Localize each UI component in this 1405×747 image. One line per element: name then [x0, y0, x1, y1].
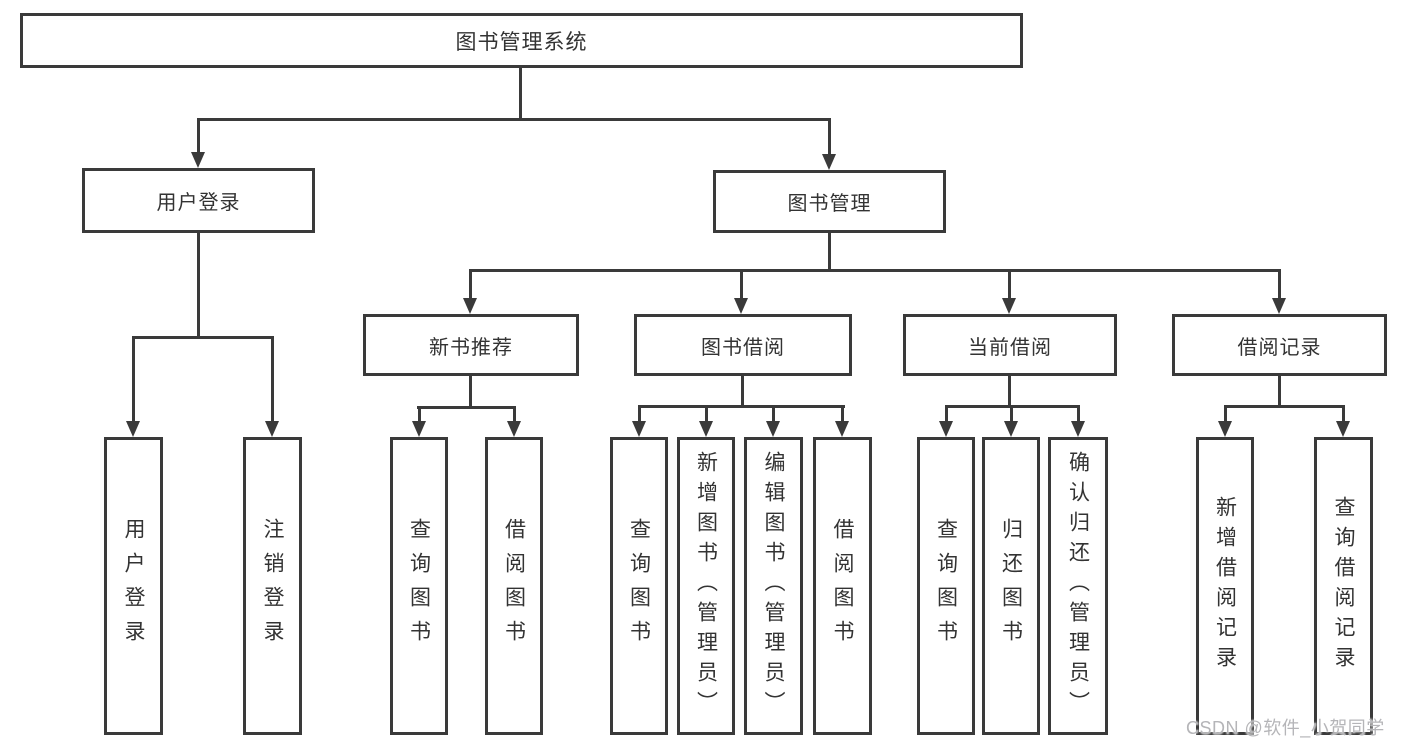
node-user-login-label: 用户登录 [156, 192, 241, 214]
leaf-logout: 注销登录 [243, 437, 302, 735]
connector-borrowing-records-stem [1277, 376, 1281, 407]
leaf-borrowing-add-books-label: 新增图书（管理员） [694, 451, 718, 721]
arrowhead-icon [698, 421, 713, 437]
connector-arrow-to-new-book [462, 269, 478, 314]
connector-book-borrowing-stem [740, 376, 744, 407]
arrowhead-icon [1217, 421, 1232, 437]
connector-new-book-rail [417, 406, 516, 409]
connector-user-login-stem [196, 233, 200, 338]
leaf-newbook-borrow-books: 借阅图书 [485, 437, 543, 735]
connector-arrow-to-cb-confirm [1070, 405, 1086, 437]
connector-arrow-to-bb-add [698, 405, 714, 437]
leaf-borrowing-edit-books: 编辑图书（管理员） [744, 437, 803, 735]
connector-arrow-to-nb-borrow [506, 406, 522, 437]
connector-arrow-to-leaf-logout [265, 336, 280, 437]
leaf-records-add-record: 新增借阅记录 [1196, 437, 1254, 735]
node-new-book-recommend-label: 新书推荐 [429, 336, 513, 359]
arrowhead-icon [1336, 421, 1350, 437]
arrowhead-icon [506, 421, 521, 437]
arrowhead-icon [126, 421, 140, 437]
connector-arrow-to-br-query [1336, 405, 1351, 437]
connector-arrow-to-bb-edit [766, 405, 781, 437]
leaf-current-confirm-return: 确认归还（管理员） [1048, 437, 1108, 735]
connector-arrow-to-cb-return [1003, 405, 1019, 437]
node-book-borrowing-label: 图书借阅 [701, 336, 785, 359]
leaf-user-login: 用户登录 [104, 437, 163, 735]
connector-user-login-rail [132, 336, 274, 339]
leaf-records-query-record-label: 查询借阅记录 [1332, 496, 1355, 676]
connector-arrow-to-bb-borrow [835, 405, 850, 437]
node-book-management-label: 图书管理 [787, 193, 872, 215]
node-library-system-label: 图书管理系统 [455, 30, 588, 54]
leaf-current-return-books: 归还图书 [982, 437, 1040, 735]
leaf-records-add-record-label: 新增借阅记录 [1213, 496, 1237, 676]
leaf-borrowing-borrow-books: 借阅图书 [813, 437, 872, 735]
connector-arrow-to-book-borrowing [733, 269, 749, 314]
arrowhead-icon [462, 298, 477, 314]
connector-root-stem [518, 68, 522, 119]
connector-book-borrowing-rail [637, 405, 845, 408]
arrowhead-icon [1271, 298, 1286, 314]
node-library-system: 图书管理系统 [20, 13, 1023, 68]
node-borrowing-records-label: 借阅记录 [1237, 336, 1322, 359]
leaf-newbook-borrow-books-label: 借阅图书 [502, 518, 526, 654]
connector-arrow-to-user-login [190, 118, 206, 168]
node-current-borrowing: 当前借阅 [903, 314, 1117, 376]
leaf-logout-label: 注销登录 [261, 518, 284, 654]
connector-arrow-to-nb-query [411, 406, 427, 437]
arrowhead-icon [190, 152, 205, 168]
connector-arrow-to-cb-query [938, 405, 954, 437]
leaf-newbook-query-books: 查询图书 [390, 437, 448, 735]
arrowhead-icon [1003, 421, 1018, 437]
leaf-records-query-record: 查询借阅记录 [1314, 437, 1373, 735]
leaf-borrowing-edit-books-label: 编辑图书（管理员） [762, 451, 785, 721]
leaf-current-query-books-label: 查询图书 [934, 518, 958, 654]
leaf-newbook-query-books-label: 查询图书 [407, 518, 431, 654]
node-book-management: 图书管理 [713, 170, 946, 233]
leaf-borrowing-query-books-label: 查询图书 [627, 518, 651, 654]
arrowhead-icon [1070, 421, 1085, 437]
connector-arrow-to-current-borrowing [1001, 269, 1017, 314]
node-new-book-recommend: 新书推荐 [363, 314, 579, 376]
arrowhead-icon [733, 298, 748, 314]
connector-book-management-rail [468, 269, 1281, 272]
leaf-current-confirm-return-label: 确认归还（管理员） [1066, 451, 1090, 721]
connector-arrow-to-leaf-user-login [126, 336, 141, 437]
arrowhead-icon [835, 421, 849, 437]
watermark-text: CSDN @软件_小贺同学 [1186, 718, 1385, 738]
leaf-borrowing-query-books: 查询图书 [610, 437, 668, 735]
leaf-borrowing-add-books: 新增图书（管理员） [677, 437, 735, 735]
arrowhead-icon [938, 421, 953, 437]
node-borrowing-records: 借阅记录 [1172, 314, 1387, 376]
connector-borrowing-records-rail [1223, 405, 1345, 408]
arrowhead-icon [631, 421, 646, 437]
connector-arrow-to-borrowing-records [1271, 269, 1287, 314]
connector-arrow-to-book-management [821, 118, 837, 170]
connector-arrow-to-bb-query [631, 405, 647, 437]
arrowhead-icon [265, 421, 279, 437]
connector-root-rail [196, 118, 831, 121]
leaf-user-login-label: 用户登录 [122, 518, 145, 654]
node-current-borrowing-label: 当前借阅 [968, 336, 1052, 359]
arrowhead-icon [1001, 298, 1016, 314]
arrowhead-icon [766, 421, 780, 437]
node-book-borrowing: 图书借阅 [634, 314, 852, 376]
node-user-login: 用户登录 [82, 168, 315, 233]
connector-current-borrowing-stem [1007, 376, 1011, 407]
connector-arrow-to-br-add [1217, 405, 1233, 437]
arrowhead-icon [411, 421, 426, 437]
leaf-borrowing-borrow-books-label: 借阅图书 [831, 518, 854, 654]
leaf-current-query-books: 查询图书 [917, 437, 975, 735]
connector-new-book-stem [468, 376, 472, 408]
leaf-current-return-books-label: 归还图书 [999, 518, 1023, 654]
arrowhead-icon [821, 154, 836, 170]
connector-book-management-stem [827, 233, 831, 272]
